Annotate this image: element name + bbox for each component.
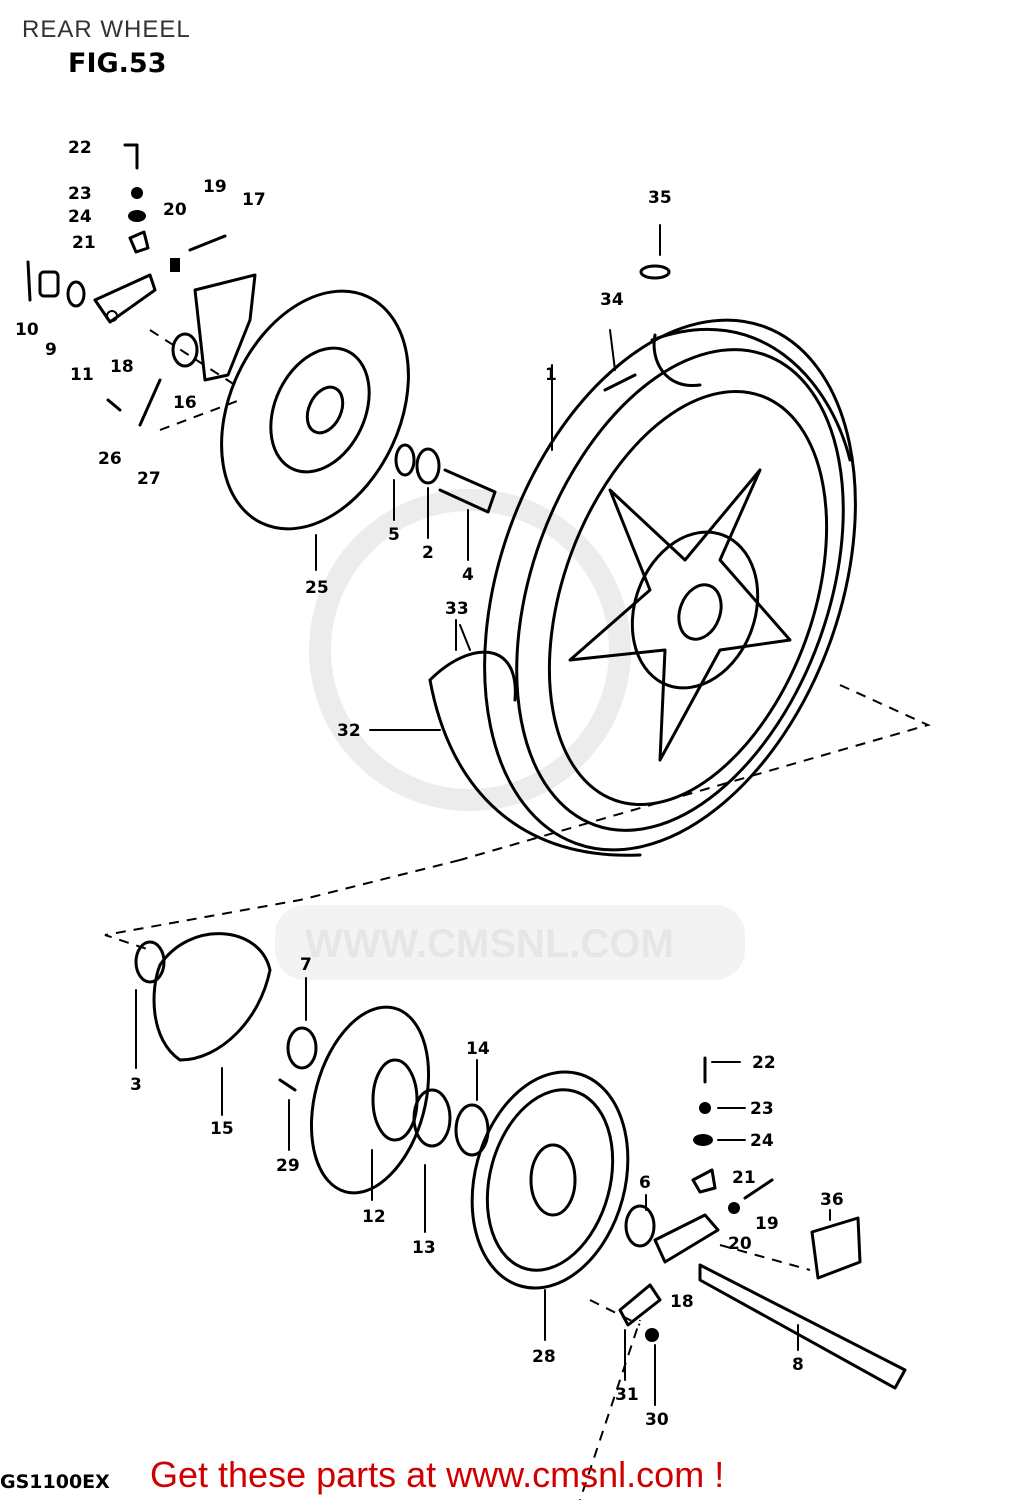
callout-3: 3 — [130, 1075, 142, 1095]
callout-30: 30 — [645, 1410, 669, 1430]
callout-8: 8 — [792, 1355, 804, 1375]
assembly-guide-lines — [104, 329, 931, 1500]
callout-6: 6 — [639, 1173, 651, 1193]
leader-lines — [135, 364, 831, 1406]
callout-24-lower: 24 — [750, 1131, 774, 1151]
callout-12: 12 — [362, 1207, 386, 1227]
callout-25: 25 — [305, 578, 329, 598]
callout-7: 7 — [300, 955, 312, 975]
callout-9: 9 — [45, 340, 57, 360]
callout-36: 36 — [820, 1190, 844, 1210]
axle-and-adjuster — [618, 1056, 907, 1390]
callout-1: 1 — [545, 365, 557, 385]
callout-4: 4 — [462, 565, 474, 585]
callout-26: 26 — [98, 449, 122, 469]
callout-13: 13 — [412, 1238, 436, 1258]
callout-15: 15 — [210, 1119, 234, 1139]
watermark-text: WWW.CMSNL.COM — [305, 922, 674, 966]
callout-27: 27 — [137, 469, 161, 489]
upper-fasteners — [26, 143, 257, 427]
callout-21-lower: 21 — [732, 1168, 756, 1188]
callout-21: 21 — [72, 233, 96, 253]
callout-16: 16 — [173, 393, 197, 413]
model-code: GS1100EX — [0, 1471, 110, 1493]
callout-23-lower: 23 — [750, 1099, 774, 1119]
callout-23: 23 — [68, 184, 92, 204]
callout-5: 5 — [388, 525, 400, 545]
callout-20-lower: 20 — [728, 1234, 752, 1254]
callout-14: 14 — [466, 1039, 490, 1059]
callout-numbers: 22 23 24 21 19 20 17 10 9 11 18 16 26 27… — [15, 138, 844, 1430]
page-title: REAR WHEEL — [22, 16, 191, 43]
watermark: WWW.CMSNL.COM — [275, 489, 745, 980]
callout-33: 33 — [445, 599, 469, 619]
callout-17: 17 — [242, 190, 266, 210]
hub-assembly — [134, 932, 490, 1195]
callout-22-lower: 22 — [752, 1053, 776, 1073]
callout-20: 20 — [163, 200, 187, 220]
callout-19: 19 — [203, 177, 227, 197]
callout-29: 29 — [276, 1156, 300, 1176]
callout-18: 18 — [110, 357, 134, 377]
callout-2: 2 — [422, 543, 434, 563]
callout-10: 10 — [15, 320, 39, 340]
footer-link[interactable]: Get these parts at www.cmsnl.com ! — [150, 1454, 725, 1495]
callout-22: 22 — [68, 138, 92, 158]
callout-32: 32 — [337, 721, 361, 741]
callout-28: 28 — [532, 1347, 556, 1367]
rear-wheel — [428, 318, 857, 857]
callout-31: 31 — [615, 1385, 639, 1405]
brake-disc — [220, 289, 410, 531]
axle-spacers — [394, 443, 497, 514]
callout-11: 11 — [70, 365, 94, 385]
callout-34: 34 — [600, 290, 624, 310]
callout-18-lower: 18 — [670, 1292, 694, 1312]
callout-19-lower: 19 — [755, 1214, 779, 1234]
callout-24: 24 — [68, 207, 92, 227]
figure-label: FIG.53 — [68, 48, 166, 79]
sprocket — [470, 1070, 630, 1290]
valve-parts — [603, 224, 671, 392]
callout-35: 35 — [648, 188, 672, 208]
